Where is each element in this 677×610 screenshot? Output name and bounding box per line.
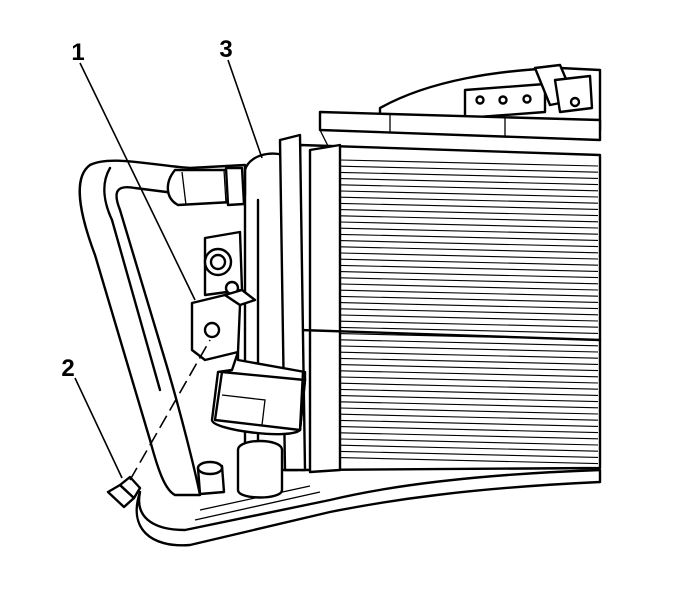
radiator-fin — [339, 178, 599, 186]
radiator-fin — [339, 457, 599, 465]
radiator-fin — [339, 450, 599, 458]
radiator-fin — [339, 233, 599, 241]
radiator-fin — [339, 419, 599, 427]
radiator-fin — [339, 258, 599, 266]
lower-stud — [196, 460, 226, 496]
radiator-fin — [339, 376, 599, 384]
radiator-fin — [339, 184, 599, 192]
radiator-fin — [339, 165, 599, 173]
radiator-fin — [339, 426, 599, 434]
radiator-fin — [339, 221, 599, 229]
radiator-fin — [339, 171, 599, 179]
radiator-fin — [339, 302, 599, 310]
radiator-fin — [339, 438, 599, 446]
callout-2: 2 — [61, 355, 74, 382]
radiator-fin — [339, 159, 599, 167]
radiator-fin — [339, 432, 599, 440]
radiator-fin — [339, 271, 599, 279]
coolant-hose — [78, 159, 247, 497]
leader-3 — [227, 59, 263, 159]
leader-2 — [74, 377, 123, 479]
radiator-fin — [339, 314, 599, 322]
radiator-fin — [339, 345, 599, 353]
radiator-fin — [339, 190, 599, 198]
radiator-fin — [339, 395, 599, 403]
radiator-fin — [339, 289, 599, 297]
radiator-fins — [339, 159, 599, 465]
radiator-fin — [339, 357, 599, 365]
radiator-fin — [339, 283, 599, 291]
bolt — [106, 339, 211, 509]
radiator-fin — [339, 209, 599, 217]
radiator-fin — [339, 295, 599, 303]
radiator-fin — [339, 320, 599, 328]
radiator-fin — [339, 370, 599, 378]
radiator-fin — [339, 227, 599, 235]
radiator-fin — [339, 444, 599, 452]
condenser-tube — [236, 133, 307, 499]
radiator-fin — [339, 407, 599, 415]
radiator-fin — [339, 388, 599, 396]
callout-1: 1 — [71, 39, 84, 66]
radiator-fin — [339, 246, 599, 254]
radiator-fin — [339, 401, 599, 409]
leader-lines — [74, 59, 263, 479]
radiator-fin — [339, 351, 599, 359]
mounting-bracket — [190, 288, 307, 436]
radiator-core — [298, 110, 602, 474]
radiator-fin — [339, 264, 599, 272]
radiator-fin — [339, 202, 599, 210]
core-divider — [298, 328, 602, 342]
callout-3: 3 — [219, 36, 232, 63]
radiator-fin — [339, 413, 599, 421]
radiator-fin — [339, 252, 599, 260]
radiator-fin — [339, 382, 599, 390]
radiator-fin — [339, 196, 599, 204]
radiator-fin — [339, 326, 599, 334]
leader-1 — [79, 62, 196, 301]
radiator-fin — [339, 277, 599, 285]
radiator-fin — [339, 364, 599, 372]
radiator-fin — [339, 308, 599, 316]
radiator-fin — [339, 240, 599, 248]
radiator-fin — [339, 215, 599, 223]
upper-stud — [203, 230, 244, 297]
radiator-fin — [339, 339, 599, 347]
radiator-side-tank — [308, 143, 342, 474]
